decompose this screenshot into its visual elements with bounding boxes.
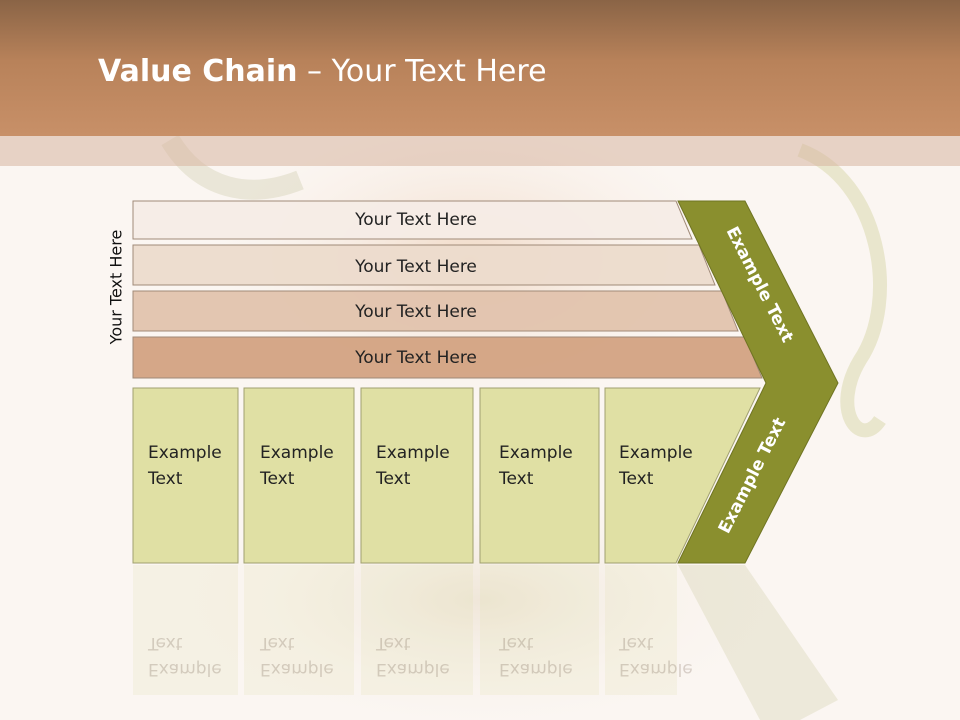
chevron-reflection [678, 565, 838, 720]
row-3-label: Your Text Here [354, 302, 477, 322]
title-rest: – Your Text Here [297, 54, 547, 89]
reflection-line2: Text [376, 633, 411, 653]
column-4-reflection: Example Text [499, 630, 599, 682]
column-1-reflection: Example Text [148, 630, 248, 682]
header-band [0, 136, 960, 166]
reflection-line2: Text [260, 633, 295, 653]
column-2-reflection: Example Text [260, 630, 360, 682]
column-3-line2: Text [376, 469, 411, 489]
reflection-line1: Example [148, 659, 222, 679]
row-1-label: Your Text Here [354, 210, 477, 230]
reflection-line1: Example [376, 659, 450, 679]
column-reflection [244, 565, 354, 695]
primary-column-5 [604, 387, 761, 564]
column-reflection [480, 565, 599, 695]
support-row-4 [132, 336, 763, 379]
column-5-line2: Text [619, 469, 654, 489]
reflection-line2: Text [619, 633, 654, 653]
column-1-line2: Text [148, 469, 183, 489]
column-2-line2: Text [260, 469, 295, 489]
reflection-line1: Example [619, 659, 693, 679]
column-4-line1: Example [499, 443, 573, 463]
primary-column-1 [132, 387, 239, 564]
primary-column-3 [360, 387, 474, 564]
column-2-line1: Example [260, 443, 334, 463]
column-reflection [361, 565, 473, 695]
reflection-line1: Example [260, 659, 334, 679]
reflection-line2: Text [499, 633, 534, 653]
column-4-line2: Text [499, 469, 534, 489]
row-4-label: Your Text Here [354, 348, 477, 368]
column-3-reflection: Example Text [376, 630, 476, 682]
support-row-3 [132, 290, 739, 332]
support-row-2 [132, 244, 716, 286]
primary-column-4 [479, 387, 600, 564]
column-5-reflection: Example Text [619, 630, 719, 682]
row-2-label: Your Text Here [354, 257, 477, 277]
column-reflection [605, 565, 677, 695]
reflection-line2: Text [148, 633, 183, 653]
column-5-line1: Example [619, 443, 693, 463]
column-3-line1: Example [376, 443, 450, 463]
column-reflection [133, 565, 238, 695]
primary-column-2 [243, 387, 355, 564]
title-bold: Value Chain [98, 54, 298, 89]
reflection-line1: Example [499, 659, 573, 679]
column-1-line1: Example [148, 443, 222, 463]
margin-chevron [677, 200, 839, 564]
header-bar [0, 0, 960, 136]
support-row-1 [132, 200, 693, 240]
slide-title: Value Chain – Your Text Here [98, 54, 547, 94]
